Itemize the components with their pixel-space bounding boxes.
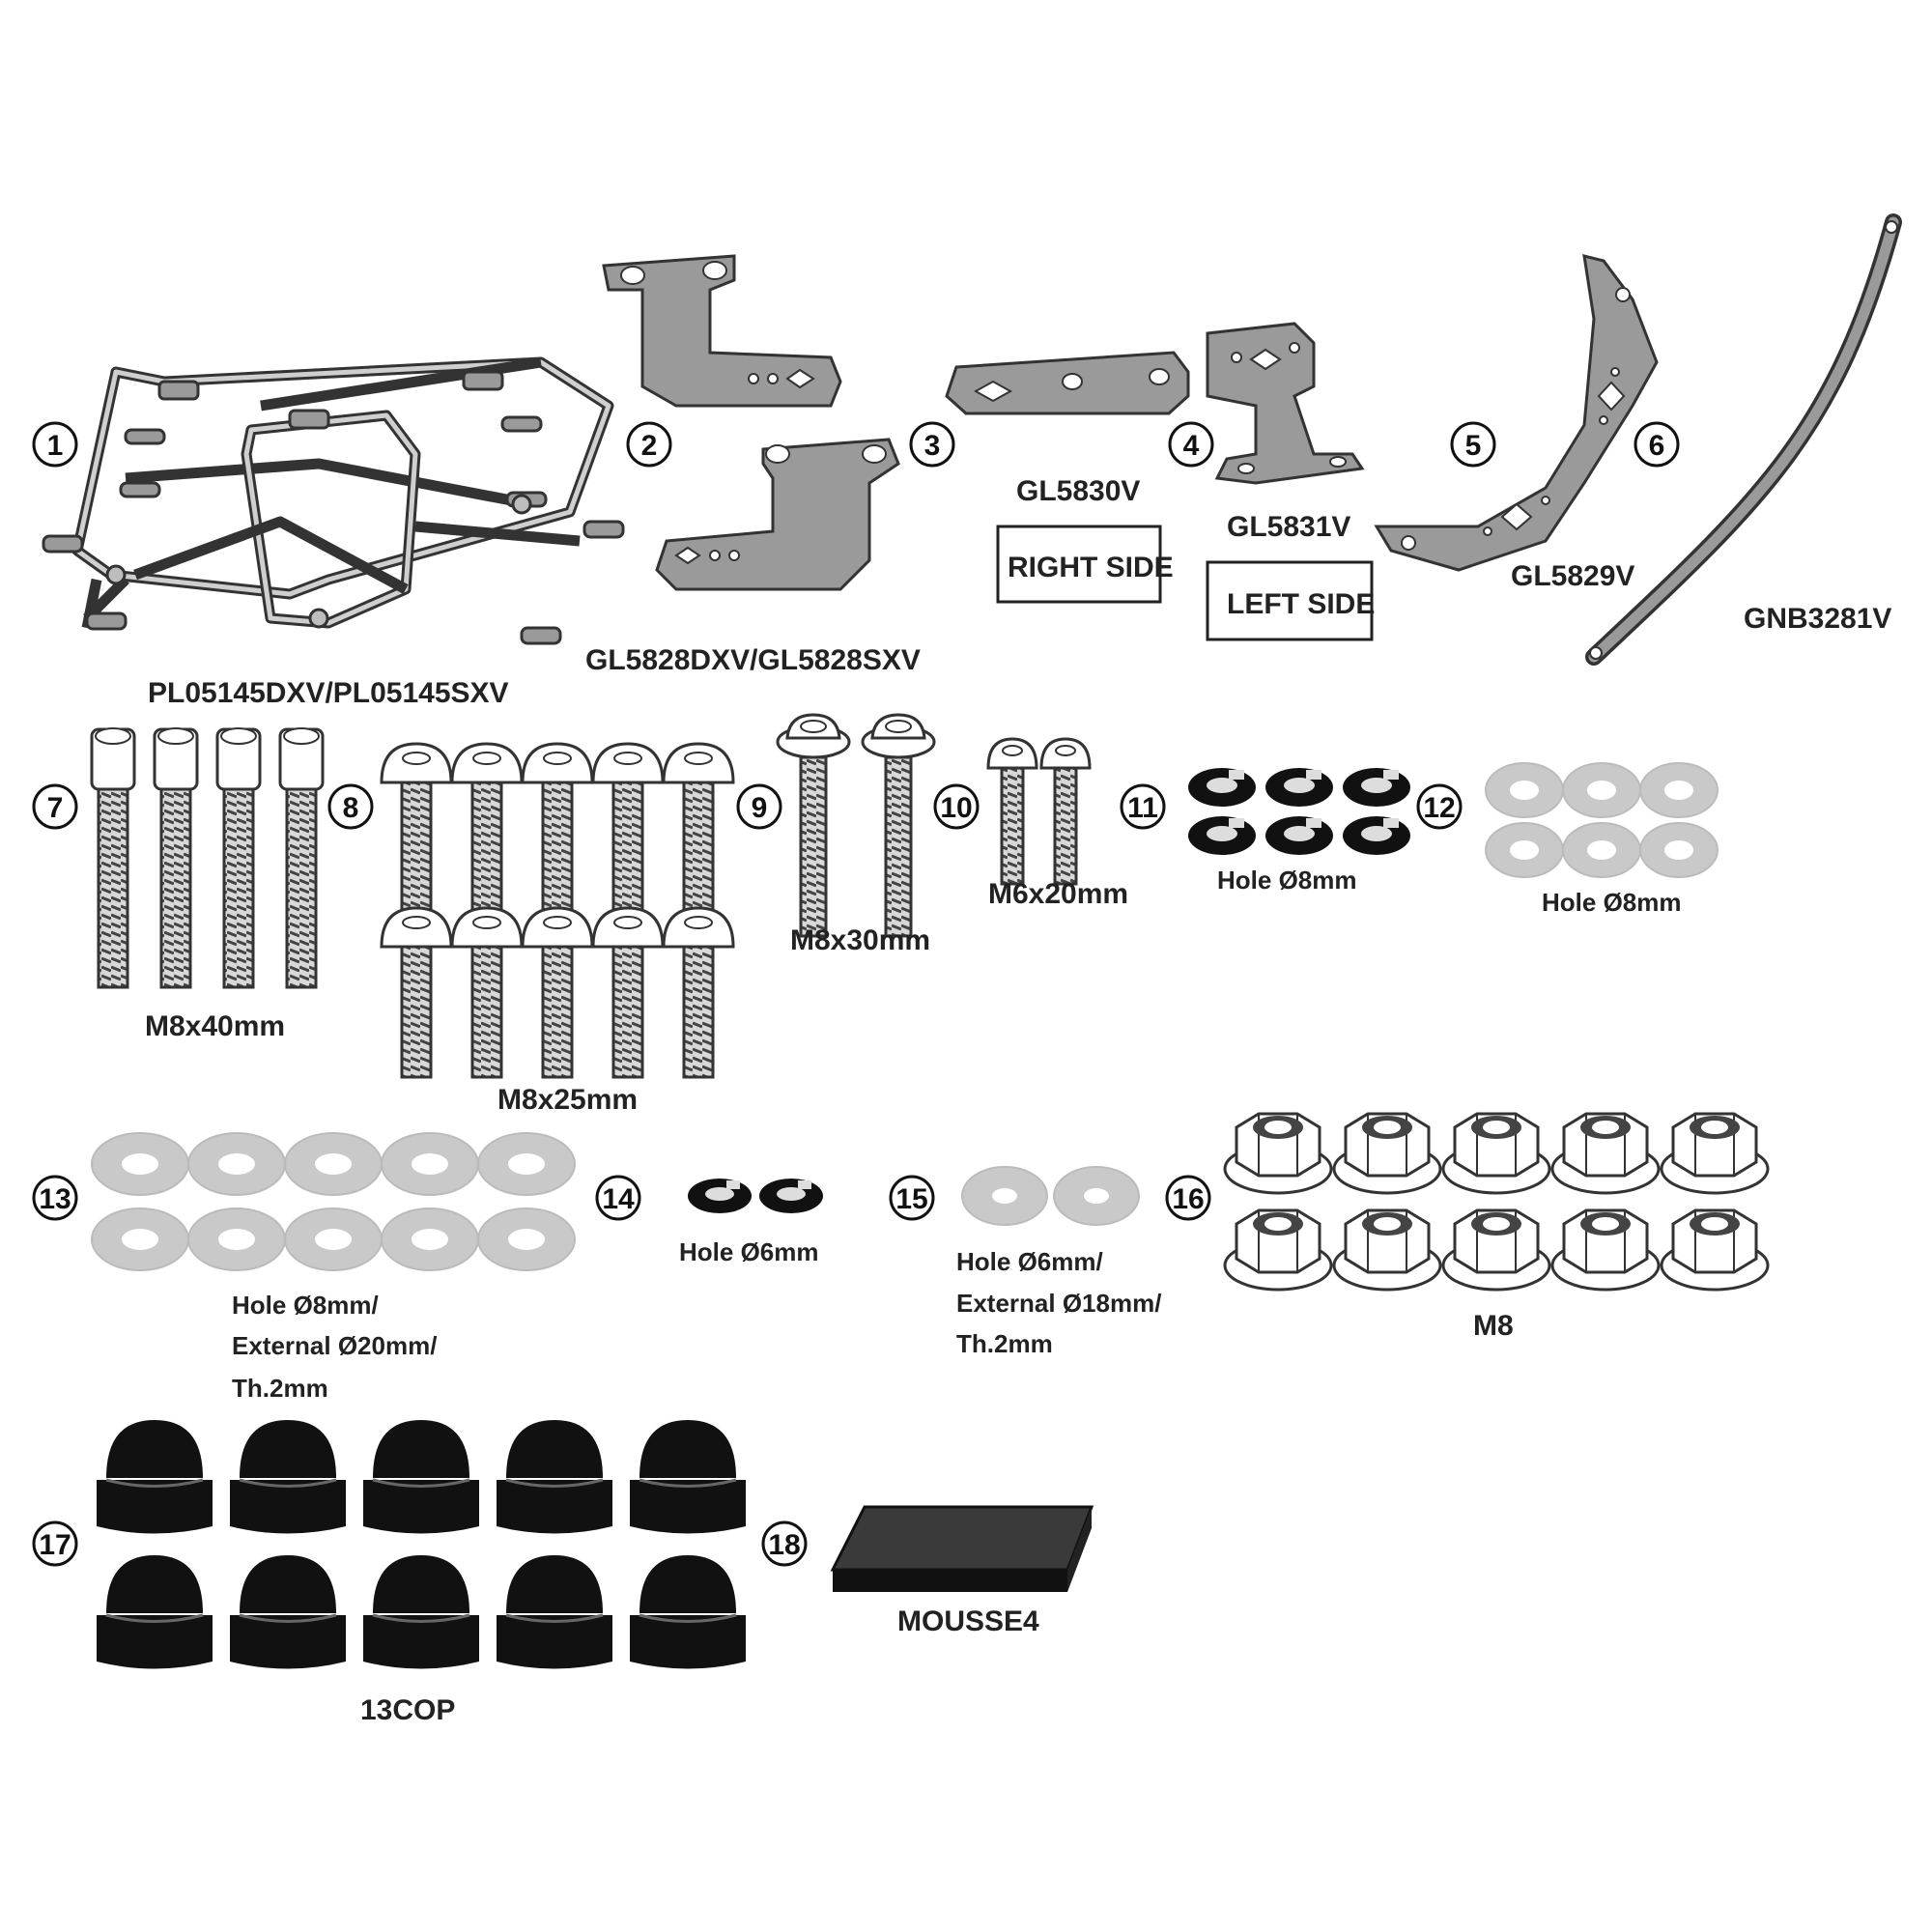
label-right-side: RIGHT SIDE [1008,552,1174,583]
side-pannier-frame [42,356,625,645]
label-part-15-line3: Th.2mm [956,1329,1053,1358]
label-part-3: GL5830V [1016,475,1140,507]
callout-1: 1 [32,421,78,468]
callout-3: 3 [909,421,955,468]
svg-text:13: 13 [39,1183,71,1215]
foam-pad [830,1505,1094,1592]
callout-7: 7 [32,783,78,830]
right-side-plate [945,351,1190,415]
callout-15: 15 [889,1175,935,1221]
l-bracket-pair [602,254,900,591]
label-part-13-line3: Th.2mm [232,1374,328,1403]
flange-bolts-m8x30 [776,713,936,938]
nut-caps [97,1420,746,1669]
callout-17: 17 [32,1520,78,1567]
label-part-1: PL05145DXV/PL05145SXV [148,677,509,709]
label-part-18: MOUSSE4 [897,1605,1039,1637]
svg-text:4: 4 [1183,430,1200,462]
button-bolts-m8x25 [380,742,735,1079]
label-part-15-line1: Hole Ø6mm/ [956,1247,1103,1276]
callout-13: 13 [32,1175,78,1221]
callout-2: 2 [626,421,672,468]
label-part-5: GL5829V [1511,560,1634,592]
label-part-12: Hole Ø8mm [1542,888,1682,917]
callout-18: 18 [761,1520,808,1567]
svg-text:10: 10 [940,792,972,824]
long-support-rod [1585,213,1902,666]
socket-bolts-m8x40 [90,727,325,989]
svg-text:8: 8 [343,792,359,824]
svg-text:15: 15 [895,1183,927,1215]
label-left-side: LEFT SIDE [1227,588,1375,620]
part-labels: PL05145DXV/PL05145SXV GL5828DXV/GL5828SX… [145,475,1891,1726]
callout-5: 5 [1450,421,1496,468]
callout-16: 16 [1165,1175,1211,1221]
svg-text:2: 2 [641,430,658,462]
svg-text:17: 17 [39,1529,71,1561]
label-part-4: GL5831V [1227,511,1350,543]
label-part-8: M8x25mm [497,1084,638,1116]
callout-4: 4 [1168,421,1214,468]
flat-washers-6mm [961,1166,1140,1226]
label-part-13-line2: External Ø20mm/ [232,1331,437,1360]
bolts-m6x20 [986,737,1092,886]
label-part-13-line1: Hole Ø8mm/ [232,1291,379,1320]
label-part-7: M8x40mm [145,1010,285,1042]
large-flat-washers [91,1132,576,1271]
curved-bracket [1374,253,1659,572]
label-part-15-line2: External Ø18mm/ [956,1289,1161,1318]
label-part-2: GL5828DXV/GL5828SXV [585,644,921,676]
callout-14: 14 [595,1175,641,1221]
callout-numbers: 1 2 3 4 5 6 7 8 9 10 11 12 13 14 15 16 1… [32,421,1680,1567]
callout-10: 10 [933,783,980,830]
label-part-9: M8x30mm [790,924,930,956]
label-part-6: GNB3281V [1744,603,1891,635]
callout-9: 9 [736,783,782,830]
svg-text:11: 11 [1127,792,1158,824]
left-side-bracket [1206,322,1365,485]
split-lock-washers-6mm [688,1179,823,1213]
svg-text:3: 3 [924,430,941,462]
label-part-16: M8 [1473,1310,1514,1342]
callout-11: 11 [1120,783,1166,830]
svg-text:12: 12 [1423,792,1455,824]
svg-text:9: 9 [752,792,768,824]
left-side-box [1206,560,1374,641]
svg-text:18: 18 [768,1529,800,1561]
label-part-14: Hole Ø6mm [679,1237,819,1266]
callout-8: 8 [327,783,374,830]
label-part-17: 13COP [360,1694,455,1726]
flange-nuts-m8 [1223,1112,1770,1292]
callout-12: 12 [1416,783,1463,830]
svg-text:7: 7 [47,792,64,824]
svg-text:6: 6 [1649,430,1665,462]
svg-text:16: 16 [1172,1183,1204,1215]
svg-text:1: 1 [47,430,64,462]
callout-6: 6 [1634,421,1680,468]
flat-washers-8mm [1485,762,1719,878]
right-side-box [996,525,1162,604]
split-lock-washers-8mm [1188,768,1410,855]
label-part-11: Hole Ø8mm [1217,866,1357,895]
label-part-10: M6x20mm [988,878,1128,910]
svg-text:14: 14 [602,1183,635,1215]
svg-text:5: 5 [1465,430,1482,462]
